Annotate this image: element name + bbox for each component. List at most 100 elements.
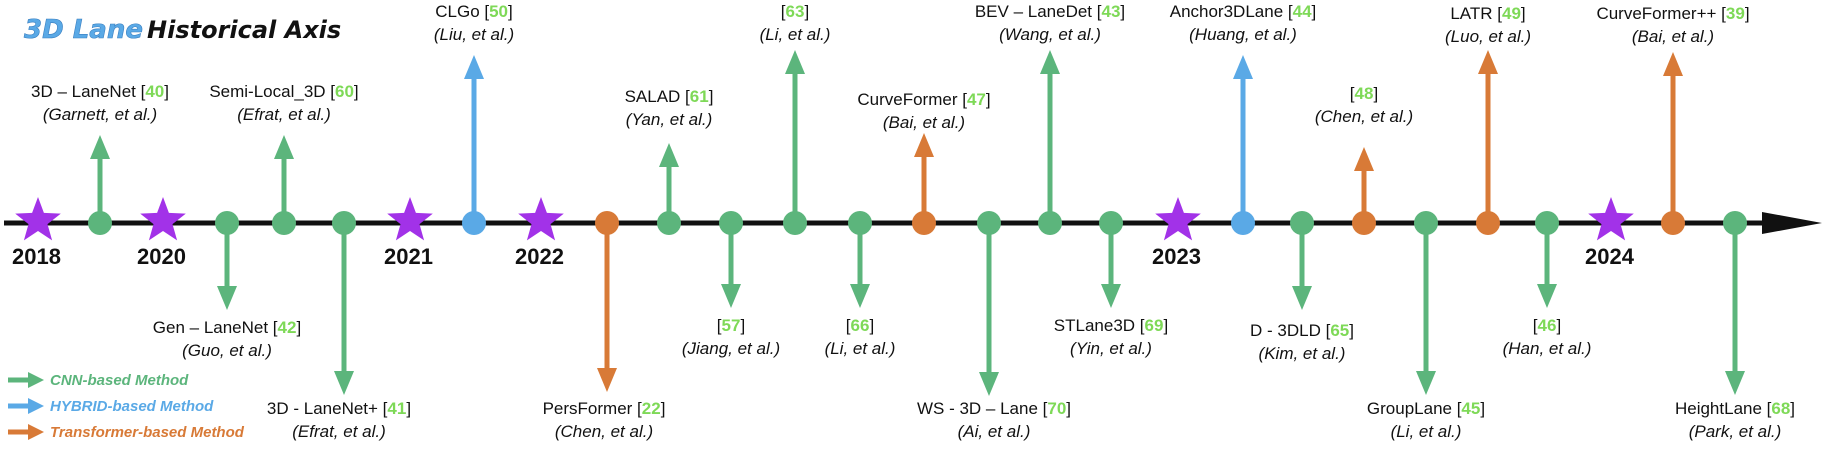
paper-title: 3D - LaneNet+ [41]	[267, 399, 411, 418]
stems-layer	[90, 50, 1745, 396]
paper-marker	[979, 223, 999, 396]
paper-ref-close: ]	[508, 2, 513, 21]
paper-node	[332, 211, 356, 235]
arrow-down-icon	[1292, 286, 1312, 310]
paper-ref-close: ]	[164, 82, 169, 101]
paper-label: CurveFormer++ [39] (Bai, et al.)	[1596, 4, 1749, 46]
year-label: 2018	[12, 244, 61, 269]
arrow-right-icon	[28, 424, 44, 440]
paper-author: (Wang, et al.)	[999, 25, 1101, 44]
paper-marker	[464, 55, 484, 223]
paper-marker	[1537, 223, 1557, 308]
paper-node	[912, 211, 936, 235]
paper-ref-close: ]	[406, 399, 411, 418]
arrow-down-icon	[1725, 371, 1745, 395]
paper-name: LATR [	[1450, 4, 1502, 23]
paper-name: [	[1350, 84, 1355, 103]
paper-ref: 60	[335, 82, 354, 101]
paper-label: [46](Han, et al.)	[1503, 316, 1592, 358]
paper-author: (Ai, et al.)	[958, 422, 1031, 441]
arrow-down-icon	[334, 371, 354, 395]
paper-title: BEV – LaneDet [43]	[975, 2, 1125, 21]
arrow-down-icon	[1537, 284, 1557, 308]
paper-node	[1535, 211, 1559, 235]
paper-author: (Guo, et al.)	[182, 341, 272, 360]
paper-marker	[785, 50, 805, 223]
legend-item-hybrid: HYBRID-based Method	[8, 398, 214, 415]
paper-label: 3D - LaneNet+ [41](Efrat, et al.)	[267, 399, 411, 441]
paper-title: [66]	[846, 316, 874, 335]
paper-ref: 61	[690, 87, 709, 106]
paper-author: (Garnett, et al.)	[43, 105, 157, 124]
paper-ref: 43	[1101, 2, 1120, 21]
paper-ref: 41	[387, 399, 406, 418]
paper-author: (Chen, et al.)	[555, 422, 653, 441]
paper-ref: 48	[1355, 84, 1374, 103]
paper-ref-close: ]	[1349, 321, 1354, 340]
paper-ref-close: ]	[1480, 399, 1485, 418]
paper-author: (Li, et al.)	[825, 339, 896, 358]
paper-marker	[90, 135, 110, 223]
paper-ref: 65	[1330, 321, 1349, 340]
paper-author: (Li, et al.)	[1391, 422, 1462, 441]
paper-ref: 69	[1145, 316, 1164, 335]
paper-marker	[1725, 223, 1745, 395]
paper-name: CurveFormer [	[857, 90, 967, 109]
arrow-down-icon	[1101, 284, 1121, 308]
paper-label: 3D – LaneNet [40](Garnett, et al.)	[31, 82, 169, 124]
paper-name: GroupLane [	[1367, 399, 1462, 418]
paper-node	[783, 211, 807, 235]
paper-title: D - 3DLD [65]	[1250, 321, 1354, 340]
paper-ref-close: ]	[1066, 399, 1071, 418]
paper-node	[462, 211, 486, 235]
legend-label: HYBRID-based Method	[50, 398, 214, 415]
paper-node	[977, 211, 1001, 235]
paper-name: Semi-Local_3D [	[209, 82, 335, 101]
paper-ref-close: ]	[296, 318, 301, 337]
paper-ref: 42	[278, 318, 297, 337]
paper-label: BEV – LaneDet [43] (Wang, et al.)	[975, 2, 1125, 44]
paper-author: (Bai, et al.)	[1632, 27, 1714, 46]
paper-node	[848, 211, 872, 235]
paper-ref-close: ]	[804, 2, 809, 21]
legend-label: Transformer-based Method	[50, 424, 245, 441]
paper-name: BEV – LaneDet [	[975, 2, 1102, 21]
paper-author: (Li, et al.)	[760, 25, 831, 44]
paper-name: D - 3DLD [	[1250, 321, 1331, 340]
paper-node	[1099, 211, 1123, 235]
paper-title: HeightLane [68]	[1675, 399, 1795, 418]
paper-label: STLane3D [69](Yin, et al.)	[1054, 316, 1168, 358]
paper-label: [48](Chen, et al.)	[1315, 84, 1413, 126]
paper-name: 3D – LaneNet [	[31, 82, 146, 101]
paper-author: (Yan, et al.)	[626, 110, 713, 129]
year-label: 2022	[515, 244, 564, 269]
paper-title: [57]	[717, 316, 745, 335]
paper-ref: 57	[722, 316, 741, 335]
paper-title: [46]	[1533, 316, 1561, 335]
paper-ref: 63	[786, 2, 805, 21]
paper-title: WS - 3D – Lane [70]	[917, 399, 1071, 418]
paper-name: WS - 3D – Lane [	[917, 399, 1048, 418]
paper-marker	[850, 223, 870, 308]
arrow-down-icon	[721, 284, 741, 308]
paper-label: LATR [49](Luo, et al.)	[1445, 4, 1531, 46]
paper-node	[215, 211, 239, 235]
paper-name: Anchor3DLane [	[1170, 2, 1293, 21]
paper-node	[657, 211, 681, 235]
paper-title: CLGo [50]	[435, 2, 513, 21]
year-star-icon	[1588, 197, 1634, 241]
paper-title: Gen – LaneNet [42]	[153, 318, 301, 337]
paper-ref-close: ]	[354, 82, 359, 101]
paper-title: CurveFormer [47]	[857, 90, 990, 109]
paper-label: [57](Jiang, et al.)	[682, 316, 780, 358]
paper-label: Anchor3DLane [44](Huang, et al.)	[1170, 2, 1317, 44]
arrow-down-icon	[1416, 371, 1436, 395]
arrow-down-icon	[597, 368, 617, 392]
paper-ref: 46	[1538, 316, 1557, 335]
paper-author: (Huang, et al.)	[1189, 25, 1297, 44]
arrow-right-icon	[28, 372, 44, 388]
paper-title: CurveFormer++ [39]	[1596, 4, 1749, 23]
